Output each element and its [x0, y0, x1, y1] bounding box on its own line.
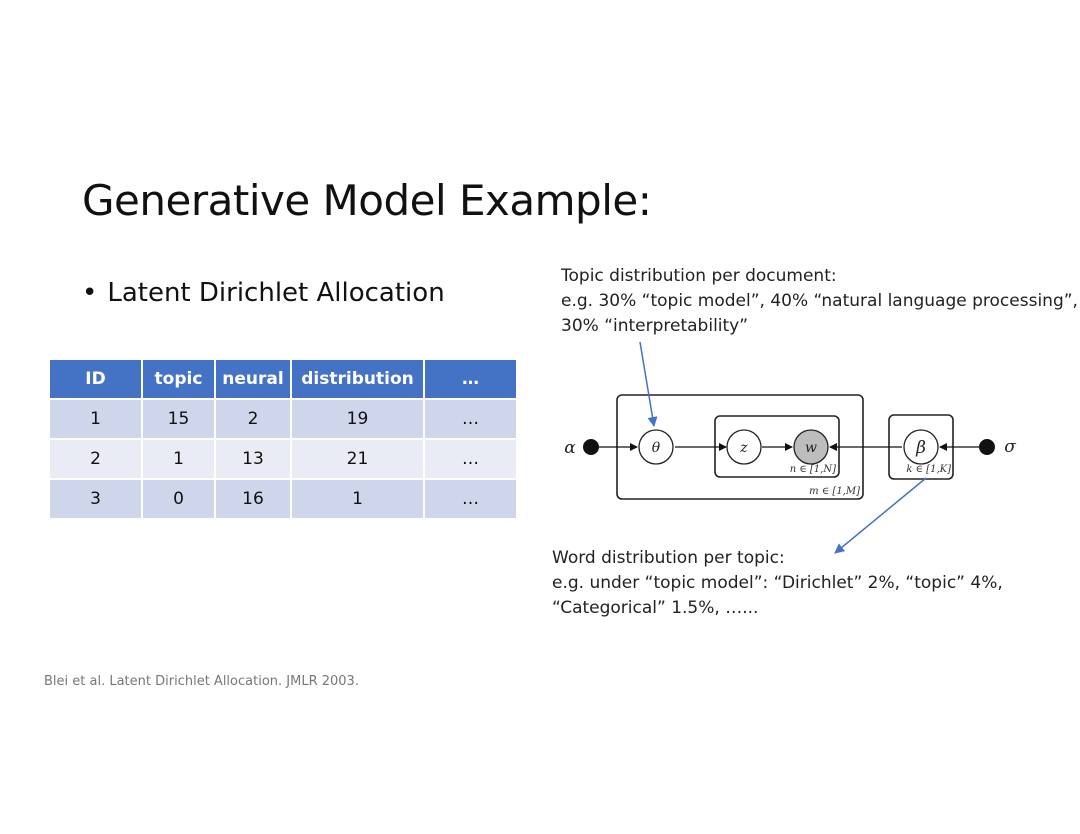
sigma-node	[979, 439, 995, 455]
topic-note-line-2: e.g. 30% “topic model”, 40% “natural lan…	[561, 291, 1078, 311]
header-cell-distribution: distribution	[290, 358, 425, 400]
table-cell: …	[423, 398, 518, 440]
beta-label: β	[915, 438, 926, 458]
beta-node	[903, 429, 939, 465]
topic-note-line-3: 30% “interpretability”	[561, 316, 749, 336]
table-cell: 2	[214, 398, 292, 440]
table-cell: …	[423, 438, 518, 480]
w-label: w	[805, 440, 817, 456]
document-plate-label: m ∈ [1,M]	[809, 486, 860, 497]
w-node	[793, 429, 829, 465]
word-distribution-note: Word distribution per topic: e.g. under …	[552, 546, 1003, 621]
bullet-text: Latent Dirichlet Allocation	[107, 278, 445, 308]
header-cell-id: ID	[48, 358, 143, 400]
theta-label: θ	[652, 440, 661, 456]
term-document-table: ID topic neural distribution … 1 15 2 19…	[48, 358, 518, 520]
table-cell: 1	[141, 438, 216, 480]
table-cell: 1	[290, 478, 425, 520]
slide-title: Generative Model Example:	[82, 176, 652, 225]
citation: Blei et al. Latent Dirichlet Allocation.…	[44, 674, 359, 689]
word-note-line-1: Word distribution per topic:	[552, 548, 785, 568]
bullet-symbol: •	[82, 278, 98, 308]
word-annotation-arrow	[834, 477, 927, 554]
z-label: z	[739, 440, 748, 456]
word-note-line-2: e.g. under “topic model”: “Dirichlet” 2%…	[552, 573, 1003, 593]
bullet-item: • Latent Dirichlet Allocation	[82, 278, 445, 308]
word-note-line-3: “Categorical” 1.5%, …...	[552, 598, 759, 618]
topic-annotation-arrow	[639, 341, 658, 427]
header-cell-neural: neural	[214, 358, 292, 400]
table-row: 3 0 16 1 …	[48, 478, 518, 520]
topic-note-line-1: Topic distribution per document:	[561, 266, 837, 286]
table-cell: 0	[141, 478, 216, 520]
topic-distribution-note: Topic distribution per document: e.g. 30…	[561, 264, 1078, 339]
table-cell: 21	[290, 438, 425, 480]
topic-plate-label: k ∈ [1,K]	[906, 464, 951, 475]
sigma-label: σ	[1004, 437, 1016, 457]
alpha-node	[583, 439, 599, 455]
table-cell: 2	[48, 438, 143, 480]
table-cell: 3	[48, 478, 143, 520]
table-cell: 16	[214, 478, 292, 520]
table-cell: 1	[48, 398, 143, 440]
table-cell: …	[423, 478, 518, 520]
table-row: 2 1 13 21 …	[48, 438, 518, 480]
header-cell-topic: topic	[141, 358, 216, 400]
theta-node	[638, 429, 674, 465]
table-header-row: ID topic neural distribution …	[48, 358, 518, 400]
table-cell: 15	[141, 398, 216, 440]
word-plate-label: n ∈ [1,N]	[790, 464, 836, 475]
header-cell-ellipsis: …	[423, 358, 518, 400]
table-cell: 19	[290, 398, 425, 440]
table-row: 1 15 2 19 …	[48, 398, 518, 440]
z-node	[726, 429, 762, 465]
alpha-label: α	[564, 438, 576, 458]
table-cell: 13	[214, 438, 292, 480]
